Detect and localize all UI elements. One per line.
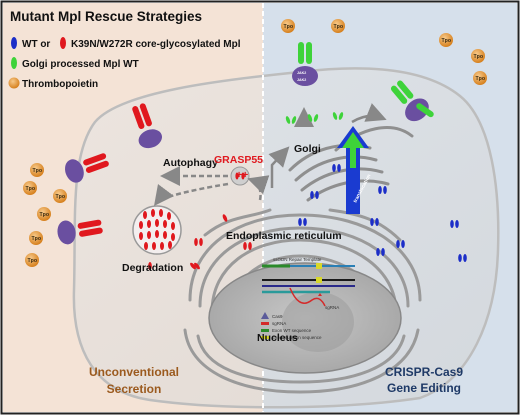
svg-text:Tpo: Tpo bbox=[56, 194, 66, 200]
gene-editing-schematic: ssODN Repair Template sgRNA Cas9 sgRNA E… bbox=[261, 257, 355, 340]
svg-text:Tpo: Tpo bbox=[28, 258, 38, 264]
tpo-5: Tpo bbox=[473, 71, 487, 85]
green-receptor-complex-1: JAK2 JAK2 bbox=[292, 42, 318, 86]
svg-text:Tpo: Tpo bbox=[26, 186, 36, 192]
tpo-1: Tpo bbox=[281, 19, 295, 33]
right-section-title-line1: CRISPR-Cas9 bbox=[385, 365, 463, 379]
svg-text:sgRNA: sgRNA bbox=[325, 305, 339, 310]
svg-text:Tpo: Tpo bbox=[476, 76, 486, 82]
green-receptor-icon bbox=[11, 57, 17, 69]
legend-wt: WT or bbox=[22, 39, 50, 50]
legend-mutant: K39N/W272R core-glycosylated Mpl bbox=[71, 39, 241, 50]
svg-text:Tpo: Tpo bbox=[40, 212, 50, 218]
tpo-8: Tpo bbox=[53, 189, 67, 203]
endoplasmic-reticulum bbox=[183, 208, 422, 394]
svg-text:Tpo: Tpo bbox=[334, 24, 344, 30]
pathway-arrows bbox=[153, 166, 270, 206]
gene-legend-wt: Exon WT sequence bbox=[272, 328, 312, 333]
svg-text:Tpo: Tpo bbox=[474, 54, 484, 60]
nucleus-label: Nucleus bbox=[257, 332, 298, 344]
svg-text:Tpo: Tpo bbox=[284, 24, 294, 30]
gene-legend-mut: Exon mutation sequence bbox=[272, 335, 322, 340]
er-receptors bbox=[148, 112, 467, 270]
tpo-9: Tpo bbox=[37, 207, 51, 221]
grasp55-vesicle bbox=[230, 166, 250, 186]
trafficking-arrows bbox=[268, 103, 387, 188]
er-label: Endoplasmic reticulum bbox=[226, 230, 342, 242]
blue-receptor-icon bbox=[11, 37, 17, 49]
tpo-3: Tpo bbox=[439, 33, 453, 47]
tpo-11: Tpo bbox=[25, 253, 39, 267]
golgi-label: Golgi bbox=[294, 143, 321, 155]
autophagy-label: Autophagy bbox=[163, 157, 218, 169]
degradation-vesicle bbox=[132, 205, 182, 255]
tpo-10: Tpo bbox=[29, 231, 43, 245]
gene-legend: Cas9 sgRNA Exon WT sequence Exon mutatio… bbox=[261, 312, 322, 340]
nucleolus bbox=[282, 292, 354, 352]
red-receptor-icon bbox=[60, 37, 66, 49]
tpo-4: Tpo bbox=[471, 49, 485, 63]
degradation-label: Degradation bbox=[122, 262, 183, 274]
left-section-title-line1: Unconventional bbox=[89, 365, 179, 379]
svg-text:Tpo: Tpo bbox=[442, 38, 452, 44]
red-receptor-complex-1 bbox=[132, 103, 162, 149]
red-receptor-complex-3 bbox=[57, 219, 103, 245]
right-section-title-line2: Gene Editing bbox=[387, 381, 461, 395]
tpo-2: Tpo bbox=[331, 19, 345, 33]
green-receptor-complex-3 bbox=[416, 103, 434, 118]
green-receptor-complex-2 bbox=[390, 80, 429, 122]
tpo-7: Tpo bbox=[23, 181, 37, 195]
grasp55-plus: ++ bbox=[236, 169, 248, 181]
svg-text:JAK2: JAK2 bbox=[297, 78, 306, 82]
translocation-arrow: translocation bbox=[337, 126, 373, 214]
left-section-title-line2: Secretion bbox=[107, 382, 162, 396]
legend-tpo: Thrombopoietin bbox=[22, 79, 98, 90]
legend: WT or K39N/W272R core-glycosylated Mpl G… bbox=[8, 37, 241, 90]
red-receptor-complex-2 bbox=[65, 153, 109, 183]
tpo-6: Tpo bbox=[30, 163, 44, 177]
grasp55-label: GRASP55 bbox=[214, 154, 263, 166]
legend-golgi: Golgi processed Mpl WT bbox=[22, 59, 139, 70]
svg-text:JAK2: JAK2 bbox=[297, 71, 306, 75]
svg-text:Tpo: Tpo bbox=[33, 168, 43, 174]
diagram-title: Mutant Mpl Rescue Strategies bbox=[10, 9, 202, 24]
tpo-molecules: Tpo Tpo Tpo Tpo Tpo Tpo Tpo Tpo Tpo Tpo … bbox=[23, 19, 487, 267]
svg-text:Tpo: Tpo bbox=[32, 236, 42, 242]
gene-legend-sgrna: sgRNA bbox=[272, 321, 286, 326]
gene-legend-cas9: Cas9 bbox=[272, 314, 283, 319]
repair-template-label: ssODN Repair Template bbox=[273, 257, 322, 262]
tpo-ball-icon bbox=[8, 77, 20, 89]
